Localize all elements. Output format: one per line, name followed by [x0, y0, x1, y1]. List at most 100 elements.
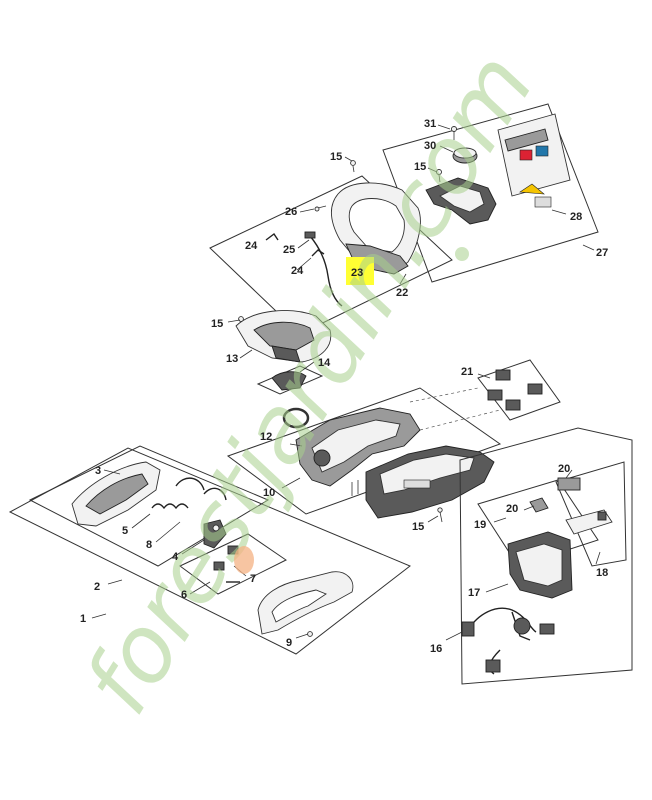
callout-3: 3	[95, 465, 101, 477]
watermark: forestjardin.com	[64, 35, 555, 732]
cable-23-plug	[304, 231, 316, 239]
frame-19	[477, 479, 599, 567]
connector-21c	[487, 389, 503, 401]
callout-20-top: 20	[558, 463, 570, 475]
contact-20b	[529, 497, 549, 513]
screw-15-handle	[350, 160, 356, 166]
screw-9	[307, 631, 313, 637]
chassis-gear	[313, 449, 331, 467]
info-icon	[535, 145, 549, 157]
callout-labels: 31 30 15 28 27 15 26 24 25 24 23 22 15 1…	[80, 118, 608, 655]
callout-4: 4	[172, 551, 179, 563]
harness-plug-b	[485, 659, 501, 673]
callout-31: 31	[424, 118, 436, 130]
callout-28: 28	[570, 211, 582, 223]
housing-3-inner	[85, 473, 149, 515]
holder-17-inner	[515, 543, 563, 587]
brand-plate	[403, 479, 431, 489]
callout-16: 16	[430, 643, 442, 655]
top-shell-13-inner	[253, 321, 315, 351]
label-strip	[504, 128, 549, 152]
handle-group	[209, 156, 453, 335]
switch-7b	[213, 561, 225, 571]
screw-15-shell	[238, 316, 244, 322]
watermark-accent	[234, 546, 254, 574]
callout-24-a: 24	[245, 240, 258, 252]
harness-switch	[513, 617, 531, 635]
callout-7: 7	[250, 573, 256, 585]
callout-15-lower: 15	[412, 521, 424, 533]
pad-14	[271, 371, 307, 391]
connector-21d	[505, 399, 521, 411]
frame-2	[28, 445, 270, 567]
callout-20-mid: 20	[506, 503, 518, 515]
harness-16	[467, 607, 537, 675]
callout-15-shell: 15	[211, 318, 223, 330]
spring-5	[151, 503, 189, 510]
frame-22	[209, 175, 453, 335]
callout-6: 6	[181, 589, 187, 601]
lever-4	[203, 519, 227, 549]
label-28-small	[534, 196, 552, 208]
top-shell-13-front	[271, 345, 301, 363]
loop-handle-opening	[348, 198, 405, 253]
screw-31-head	[451, 126, 457, 132]
frame-12	[226, 387, 502, 515]
callout-30: 30	[424, 140, 436, 152]
seal-ring	[282, 407, 310, 429]
callout-14: 14	[318, 357, 331, 369]
harness-plug-a	[461, 621, 475, 637]
lower-housing-group	[8, 445, 411, 655]
callout-23: 23	[351, 267, 363, 279]
highlight-23	[346, 257, 374, 285]
battery-compartment-group	[445, 427, 633, 685]
cap-30-top	[453, 147, 477, 159]
cable-23	[309, 235, 343, 307]
top-cover-inner	[439, 185, 485, 213]
callout-5: 5	[122, 525, 128, 537]
callout-15-top: 15	[414, 161, 426, 173]
callout-13: 13	[226, 353, 238, 365]
lower-shell-top	[379, 453, 475, 495]
latch-18	[597, 511, 607, 521]
frame-18	[555, 461, 627, 567]
frame-1	[8, 447, 411, 655]
callout-27: 27	[596, 247, 608, 259]
screw-26-head	[314, 206, 320, 212]
contact-20a	[557, 477, 581, 491]
callout-2: 2	[94, 581, 100, 593]
connector-21b	[527, 383, 543, 395]
watermark-text: forestjardin.com	[64, 35, 555, 732]
connector-21a	[495, 369, 511, 381]
lever-4-pivot	[212, 524, 220, 532]
callout-1: 1	[80, 613, 86, 625]
callout-18: 18	[596, 567, 608, 579]
chassis-10-detail	[311, 419, 401, 473]
callout-17: 17	[468, 587, 480, 599]
callout-19: 19	[474, 519, 486, 531]
callout-26: 26	[285, 206, 297, 218]
label-sheet-28	[497, 113, 571, 197]
callout-15-handle: 15	[330, 151, 342, 163]
callout-21: 21	[461, 366, 473, 378]
harness-plug-c	[539, 623, 555, 635]
callout-25: 25	[283, 244, 295, 256]
callout-9: 9	[286, 637, 292, 649]
caution-icon	[519, 183, 545, 195]
callout-8: 8	[146, 539, 152, 551]
warning-icon	[519, 149, 533, 161]
spring-8	[175, 477, 227, 501]
clip-24b	[311, 249, 325, 257]
callout-12: 12	[260, 431, 272, 443]
watermark-dot	[455, 247, 469, 261]
main-housing-group	[226, 359, 561, 523]
handle-half-9-grip	[271, 589, 327, 623]
middle-shell-group	[227, 310, 332, 395]
callout-22: 22	[396, 287, 408, 299]
screw-26	[317, 205, 327, 209]
screw-15-top-shaft	[438, 174, 441, 183]
frame-17	[459, 427, 633, 685]
callout-24-b: 24	[291, 265, 304, 277]
top-cover-group	[382, 103, 599, 283]
